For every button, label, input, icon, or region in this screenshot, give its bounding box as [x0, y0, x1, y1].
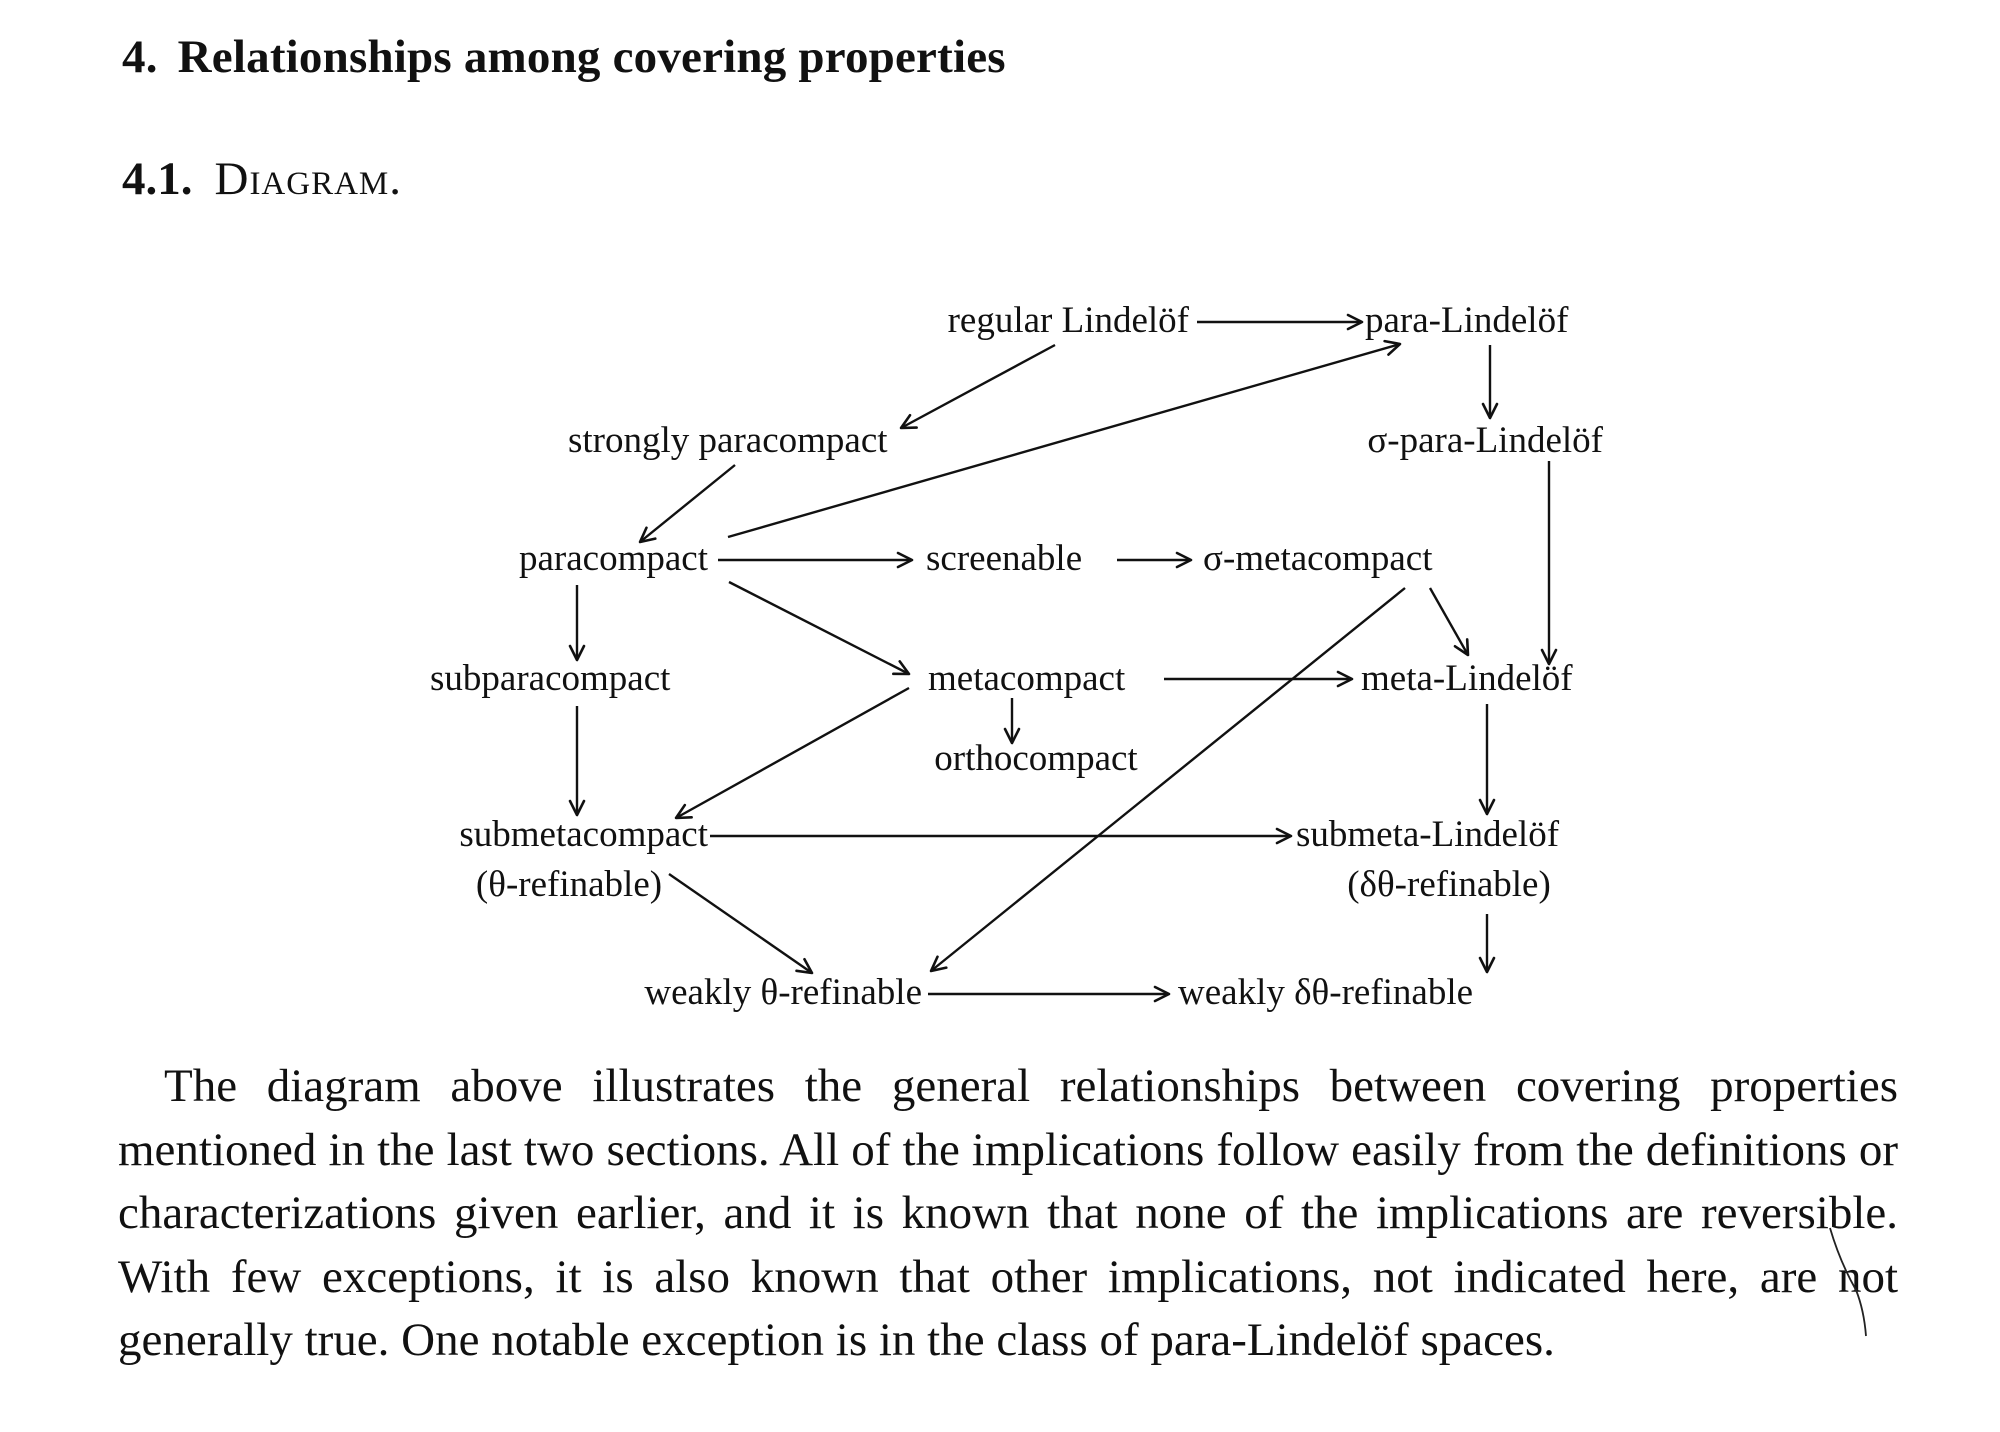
node-submeta-lindelof: submeta-Lindelöf	[1296, 814, 1560, 855]
edge-metacompact-to-submetacompact	[674, 686, 910, 820]
diagram-nodes: regular Lindelöf para-Lindelöf strongly …	[430, 300, 1604, 1013]
body-paragraph: The diagram above illustrates the genera…	[118, 1055, 1898, 1373]
section-title: Relationships among covering properties	[177, 31, 1006, 83]
edge-regular-lindelof-to-strongly-paracompact	[899, 343, 1056, 430]
paragraph-line: of the implications are reversible. With…	[118, 1187, 1898, 1303]
edge-sigma-metacompact-to-weakly-theta-refinable	[929, 587, 1406, 973]
edge-submetacompact-to-weakly-theta-refinable	[668, 873, 814, 975]
section-heading: 4. Relationships among covering propertie…	[122, 30, 1006, 84]
node-strongly-paracompact: strongly paracompact	[568, 420, 888, 461]
diagram-arrows	[568, 313, 1558, 1003]
node-paracompact: paracompact	[519, 538, 709, 579]
node-screenable: screenable	[926, 538, 1082, 579]
node-subparacompact: subparacompact	[430, 658, 671, 699]
paragraph-line: in the class of para-Lindelöf spaces.	[878, 1314, 1555, 1366]
node-para-lindelof: para-Lindelöf	[1365, 300, 1569, 341]
node-orthocompact: orthocompact	[934, 738, 1138, 779]
paragraph-line: from the definitions or characterization…	[118, 1123, 1899, 1240]
subsection-title: Diagram.	[214, 153, 403, 205]
edge-paracompact-to-para-lindelof	[727, 339, 1402, 539]
node-weakly-delta-theta-refinable: weakly δθ-refinable	[1178, 972, 1473, 1013]
node-metacompact: metacompact	[928, 658, 1126, 699]
node-submetacompact: submetacompact	[459, 814, 708, 855]
edge-paracompact-to-metacompact	[728, 580, 911, 676]
node-meta-lindelof: meta-Lindelöf	[1361, 658, 1573, 699]
implication-diagram: regular Lindelöf para-Lindelöf strongly …	[430, 300, 1604, 1013]
node-sigma-metacompact: σ-metacompact	[1203, 538, 1433, 579]
paragraph-line: implications, not indicated here, are no…	[118, 1250, 1898, 1367]
edge-sigma-metacompact-to-meta-lindelof	[1428, 587, 1470, 657]
node-weakly-theta-refinable: weakly θ-refinable	[644, 972, 922, 1013]
edge-strongly-paracompact-to-paracompact	[638, 464, 736, 544]
node-theta-refinable: (θ-refinable)	[476, 864, 662, 905]
paragraph-line: The diagram above illustrates the genera…	[164, 1060, 1681, 1112]
node-regular-lindelof: regular Lindelöf	[948, 300, 1190, 341]
subsection-number: 4.1.	[122, 153, 193, 205]
subsection-heading: 4.1. Diagram.	[122, 152, 402, 206]
paragraph-line: properties mentioned in the last two sec…	[118, 1060, 1899, 1176]
node-sigma-para-lindelof: σ-para-Lindelöf	[1367, 420, 1603, 461]
node-delta-theta-refinable: (δθ-refinable)	[1347, 864, 1551, 905]
section-number: 4.	[122, 31, 158, 83]
